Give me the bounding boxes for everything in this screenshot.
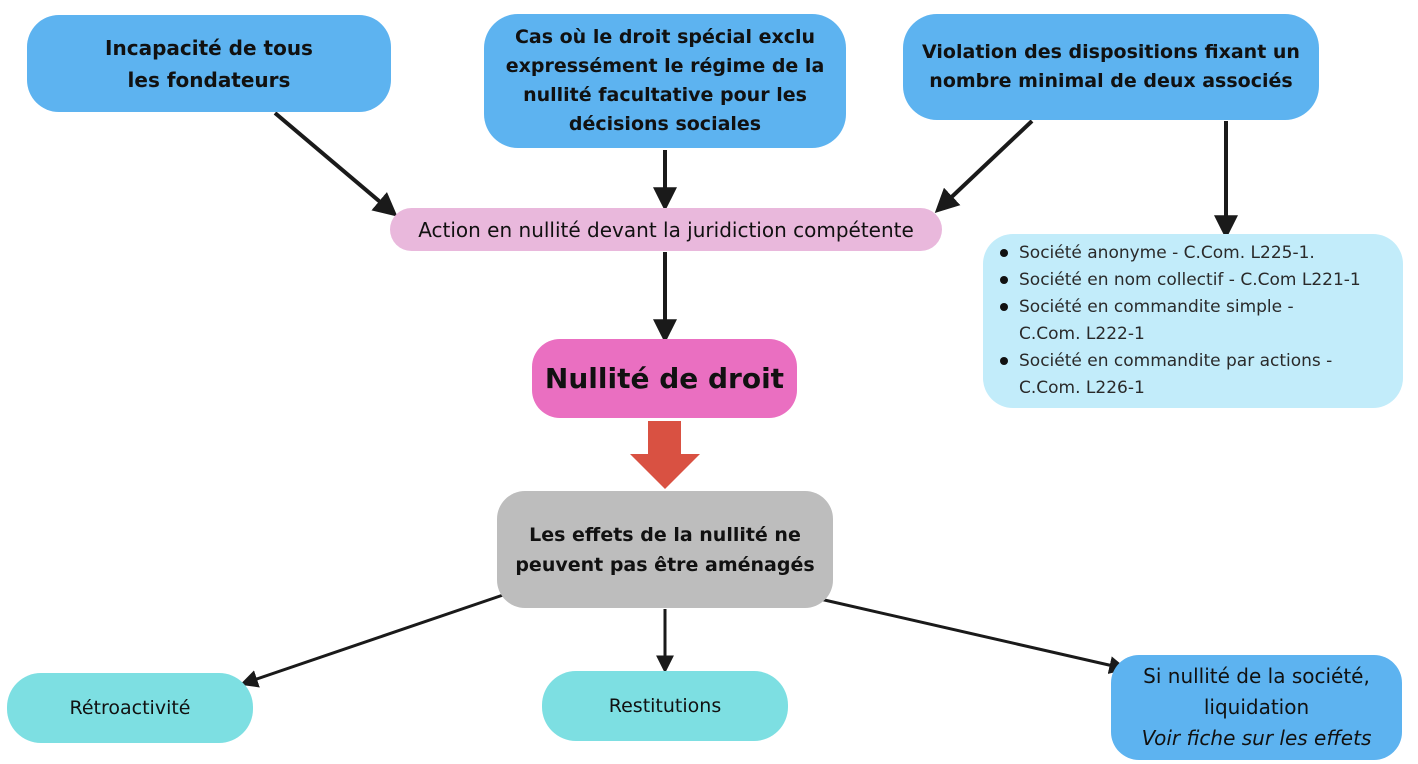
node-violation-line-2: nombre minimal de deux associés [929, 70, 1293, 92]
societe-commandite-actions-line-2: C.Com. L226-1 [1019, 378, 1145, 398]
node-incapacite-line-2: les fondateurs [127, 67, 291, 92]
node-effets-non-amenageables: Les effets de la nullité ne peuvent pas … [497, 491, 833, 608]
node-retroactivite-label: Rétroactivité [69, 697, 191, 719]
node-violation-line-1: Violation des dispositions fixant un [922, 41, 1300, 63]
bullet-icon [1000, 357, 1008, 365]
node-liquidation-note: Voir fiche sur les effets [1141, 726, 1372, 750]
node-droit-special-line-4: décisions sociales [568, 113, 762, 135]
node-restitutions: Restitutions [542, 671, 788, 741]
node-effets-line-2: peuvent pas être aménagés [515, 553, 815, 576]
node-nullite-de-droit: Nullité de droit [532, 339, 797, 418]
node-droit-special-line-2: expressément le régime de la [505, 55, 825, 77]
societe-item-anonyme: Société anonyme - C.Com. L225-1. [1000, 240, 1361, 267]
bullet-icon [1000, 303, 1008, 311]
node-liquidation-line-2: liquidation [1203, 695, 1310, 719]
bullet-icon [1000, 249, 1008, 257]
node-incapacite-fondateurs: Incapacité de tous les fondateurs [27, 15, 391, 112]
societe-anonyme-line-1: Société anonyme - C.Com. L225-1. [1019, 243, 1315, 263]
node-incapacite-line-1: Incapacité de tous [105, 35, 313, 60]
societes-list: Société anonyme - C.Com. L225-1. Société… [1000, 240, 1361, 402]
node-action-label: Action en nullité devant la juridiction … [418, 217, 914, 242]
node-retroactivite: Rétroactivité [7, 673, 253, 743]
bullet-icon [1000, 276, 1008, 284]
node-societes-list: Société anonyme - C.Com. L225-1. Société… [983, 234, 1403, 408]
societe-commandite-simple-line-2: C.Com. L222-1 [1019, 324, 1145, 344]
node-effets-line-1: Les effets de la nullité ne [529, 523, 801, 546]
societe-commandite-actions-line-1: Société en commandite par actions - [1019, 351, 1333, 371]
node-restitutions-label: Restitutions [608, 695, 722, 717]
node-droit-special-line-3: nullité facultative pour les [523, 84, 807, 106]
node-nullite-label: Nullité de droit [544, 362, 785, 395]
node-liquidation: Si nullité de la société, liquidation Vo… [1111, 655, 1402, 760]
arrow-effets-to-liquidation [819, 597, 1128, 674]
node-droit-special-exclusion: Cas où le droit spécial exclu expresséme… [484, 14, 846, 148]
big-arrow-nullite-to-effets [630, 421, 700, 489]
arrow-effets-to-retroactivite [239, 592, 507, 688]
societe-commandite-simple-line-1: Société en commandite simple - [1019, 297, 1294, 317]
societe-item-commandite-actions: Société en commandite par actions - C.Co… [1000, 348, 1361, 402]
node-droit-special-line-1: Cas où le droit spécial exclu [514, 26, 816, 48]
societe-item-nom-collectif: Société en nom collectif - C.Com L221-1 [1000, 267, 1361, 294]
societe-nom-collectif-line-1: Société en nom collectif - C.Com L221-1 [1019, 270, 1361, 290]
arrow-incapacite-to-action [273, 111, 398, 217]
node-liquidation-line-1: Si nullité de la société, [1143, 664, 1370, 688]
societe-item-commandite-simple: Société en commandite simple - C.Com. L2… [1000, 294, 1361, 348]
node-action-en-nullite: Action en nullité devant la juridiction … [390, 208, 942, 251]
arrow-violation-to-action [934, 119, 1034, 213]
node-violation-nombre-minimal: Violation des dispositions fixant un nom… [903, 14, 1319, 120]
